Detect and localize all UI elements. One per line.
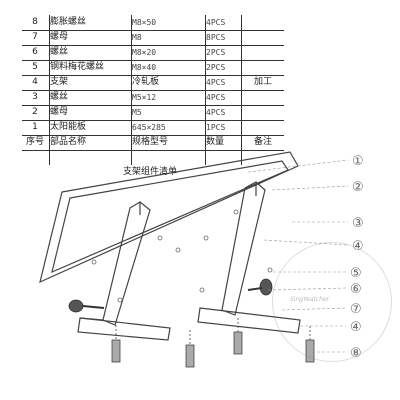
watermark-seal (272, 242, 392, 362)
bom-header-name: 部品名称 (50, 137, 87, 147)
callout-2: ② (352, 180, 364, 195)
bom-spec: M8×40 (132, 63, 157, 72)
knob-screw-left (68, 299, 105, 313)
bom-spec: 冷轧板 (132, 77, 160, 87)
bom-no: 1 (32, 122, 38, 132)
bom-name: 螺丝 (50, 47, 69, 57)
bom-spec: M5×12 (132, 93, 157, 102)
bom-no: 4 (32, 77, 38, 87)
bom-row-6: 6 螺丝 M8×20 2PCS (22, 45, 284, 61)
bom-header-spec: 规格型号 (132, 137, 169, 147)
bom-header-row: 序号 部品名称 规格型号 数量 备注 (22, 135, 284, 151)
bom-no: 6 (32, 47, 38, 57)
bom-divider (131, 15, 132, 165)
callout-3: ③ (352, 216, 364, 231)
solar-panel (39, 151, 299, 284)
bom-no: 3 (32, 92, 38, 102)
bom-row-8: 8 膨胀螺丝 M8×50 4PCS (22, 15, 284, 31)
bom-row-5: 5 钢料梅花螺丝 M8×40 2PCS (22, 60, 284, 76)
bom-spec: 645×285 (132, 123, 166, 132)
bom-name: 膨胀螺丝 (50, 17, 87, 27)
bom-header-qty: 数量 (206, 137, 225, 147)
bom-qty: 4PCS (206, 78, 226, 87)
bom-name: 太阳能板 (50, 122, 87, 132)
bom-name: 螺母 (50, 107, 69, 117)
bom-no: 8 (32, 17, 38, 27)
bom-caption: 支架组件清单 (122, 167, 177, 177)
bom-no: 7 (32, 32, 38, 42)
bom-spec: M8×20 (132, 48, 157, 57)
bom-qty: 2PCS (206, 48, 226, 57)
bom-divider (205, 15, 206, 165)
bom-row-4: 4 支架 冷轧板 4PCS 加工 (22, 75, 284, 91)
knob-screw-right (247, 278, 273, 296)
bom-table: 8 膨胀螺丝 M8×50 4PCS 7 螺母 M8 8PCS 6 螺丝 M8×2… (0, 0, 400, 180)
bom-row-1: 1 太阳能板 645×285 1PCS (22, 120, 284, 136)
callout-1: ① (352, 154, 364, 169)
bom-remark: 加工 (253, 77, 272, 87)
bom-qty: 4PCS (206, 108, 226, 117)
bom-name: 钢料梅花螺丝 (50, 62, 105, 72)
bom-name: 螺母 (50, 32, 69, 42)
bom-no: 5 (32, 62, 38, 72)
small-screws (91, 209, 273, 303)
bom-qty: 8PCS (206, 33, 226, 42)
bom-spec: M8×50 (132, 18, 157, 27)
bom-qty: 4PCS (206, 93, 226, 102)
bom-row-3: 3 螺丝 M5×12 4PCS (22, 90, 284, 106)
bom-row-7: 7 螺母 M8 8PCS (22, 30, 284, 46)
bom-spec: M5 (132, 108, 142, 117)
bom-spec: M8 (132, 33, 142, 42)
bom-name: 支架 (50, 77, 69, 87)
bom-header-no: 序号 (25, 137, 44, 147)
bom-qty: 4PCS (206, 18, 226, 27)
bom-header-remark: 备注 (253, 137, 272, 147)
watermark-text: SingYeatcher (290, 296, 330, 303)
bom-divider (241, 15, 242, 165)
bom-row-2: 2 螺母 M5 4PCS (22, 105, 284, 121)
bom-qty: 2PCS (206, 63, 226, 72)
callout-4: ④ (352, 239, 364, 254)
bom-divider (49, 15, 50, 165)
bom-name: 螺丝 (50, 92, 69, 102)
left-bracket (77, 201, 171, 341)
bom-qty: 1PCS (206, 123, 226, 132)
bom-no: 2 (32, 107, 38, 117)
